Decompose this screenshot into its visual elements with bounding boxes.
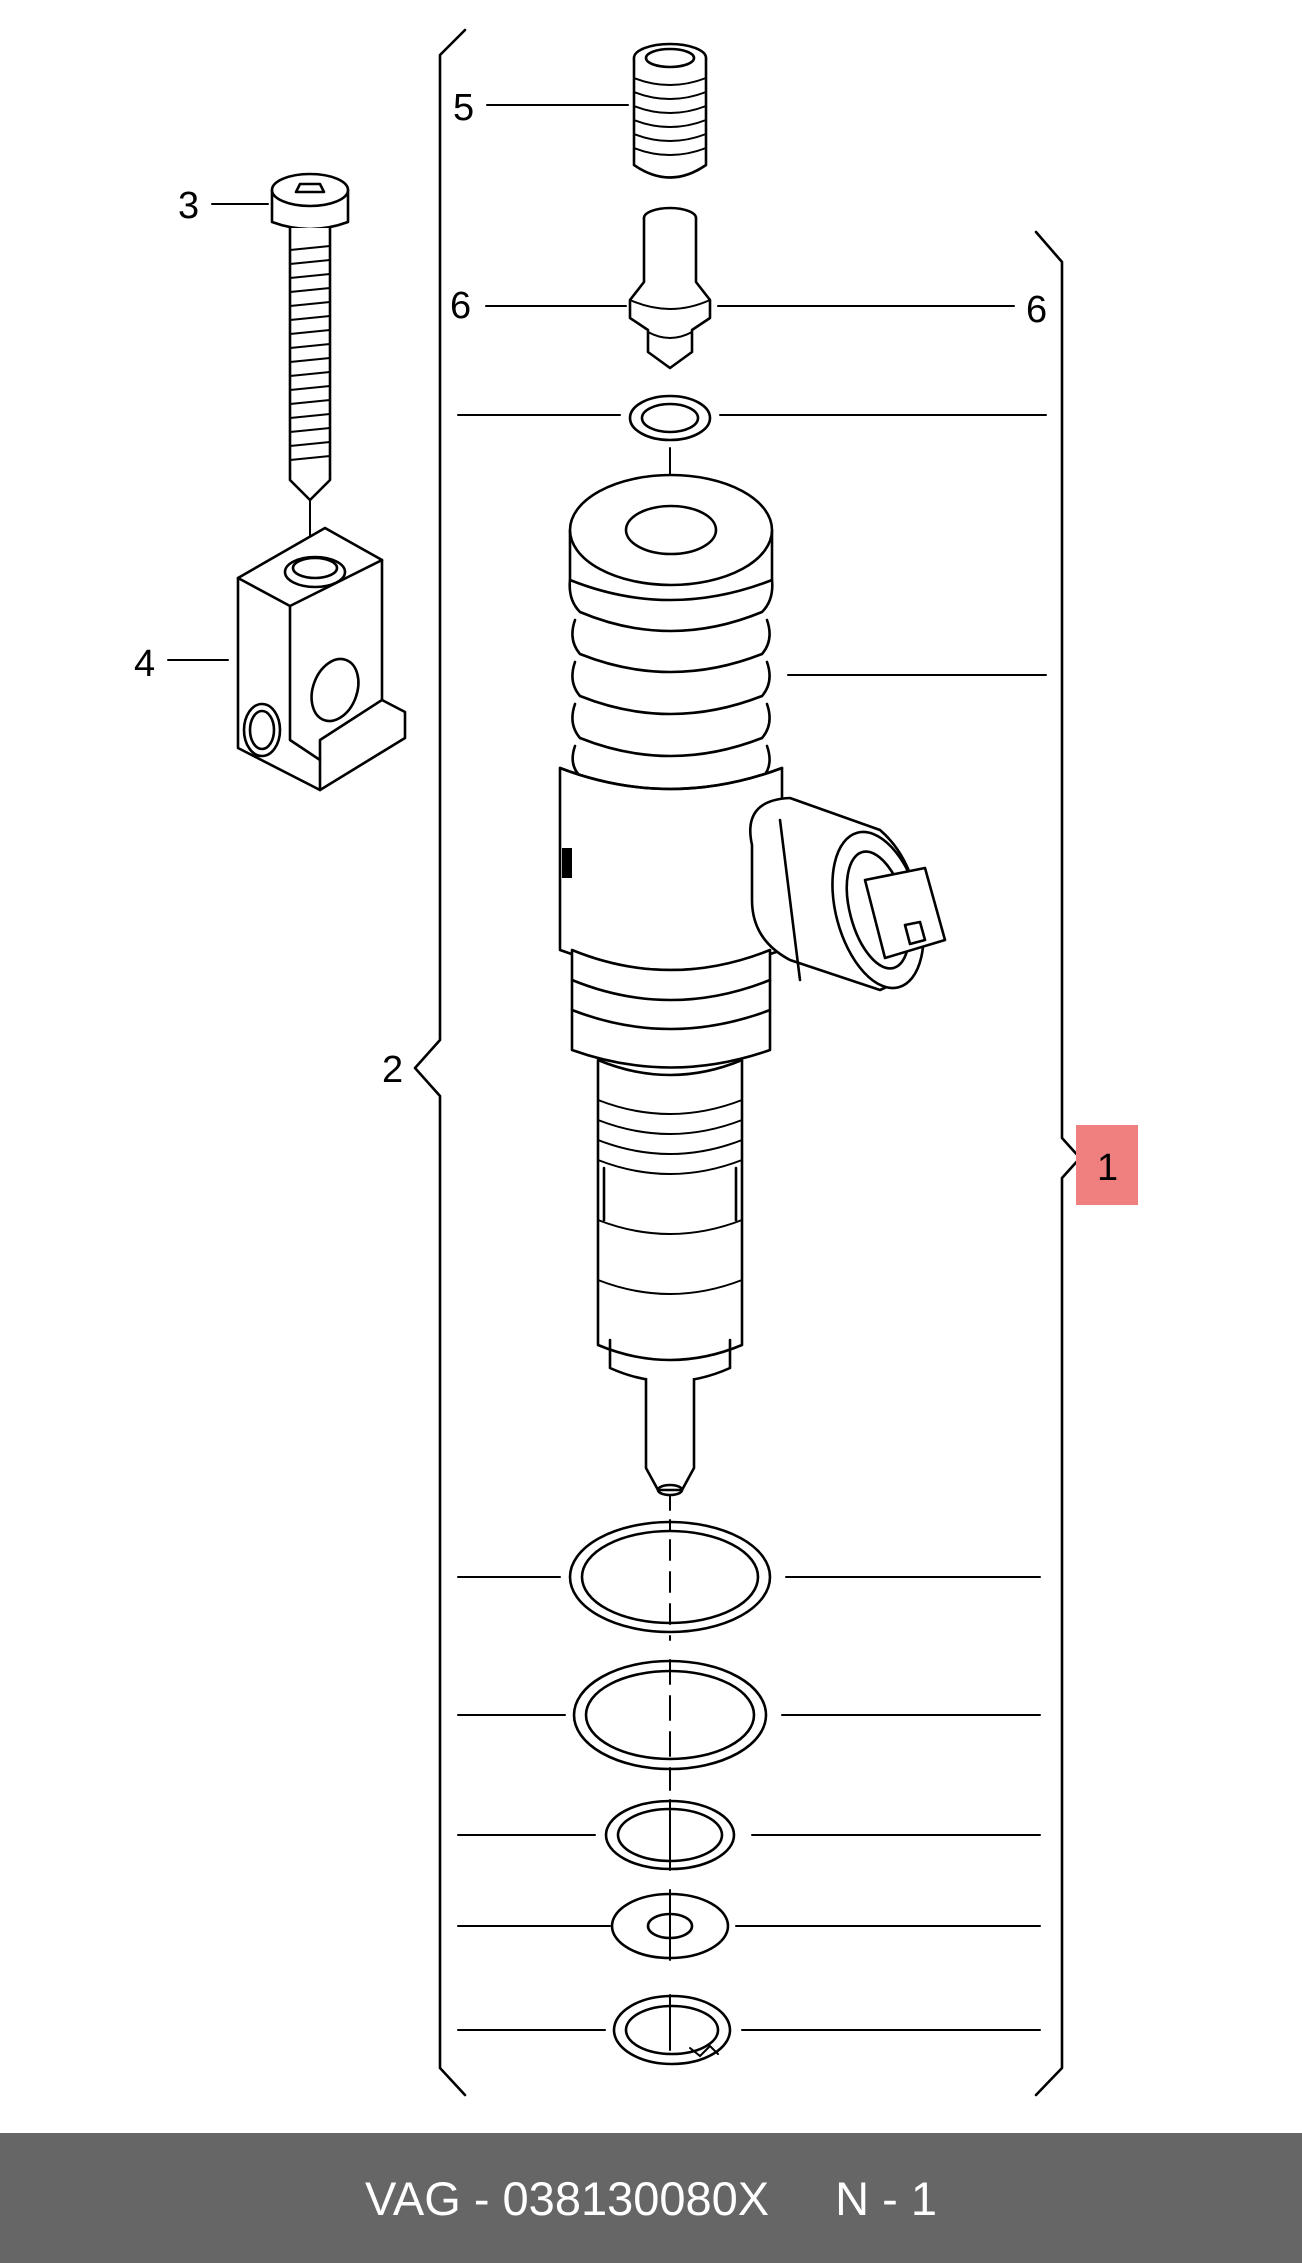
brace-2 [413, 28, 467, 2097]
callout-6-left: 6 [450, 285, 471, 327]
pin-part-6 [628, 206, 712, 370]
footer-bar: VAG - 038130080X N - 1 [0, 2133, 1302, 2263]
small-seal-ring [628, 394, 712, 442]
clamp-part-4 [236, 526, 407, 792]
callout-1: 1 [1097, 1147, 1118, 1189]
bolt-part-3 [270, 172, 350, 551]
brace-1 [1034, 230, 1082, 2097]
circlip-ring [612, 1994, 732, 2066]
pump-injector-unit [558, 473, 947, 1497]
sleeve-part-5 [632, 42, 708, 179]
callout-3: 3 [178, 185, 199, 227]
parts-diagram: 5 3 6 6 4 2 1 [134, 28, 1138, 2097]
callout-5: 5 [453, 87, 474, 129]
callout-6-right: 6 [1026, 289, 1047, 331]
part-number-label: VAG - 038130080X [365, 2171, 770, 2225]
leader-lines [457, 414, 1047, 2031]
callout-2: 2 [382, 1049, 403, 1091]
position-label: N - 1 [835, 2171, 937, 2225]
callout-1-highlight [1076, 1125, 1138, 1205]
callout-4: 4 [134, 643, 155, 685]
